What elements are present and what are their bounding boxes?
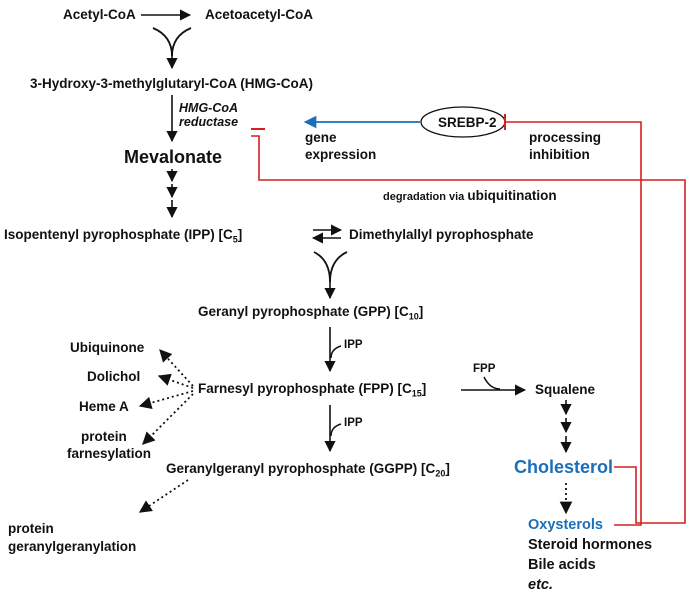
label-gene-line1: gene bbox=[305, 130, 337, 145]
node-steroid-hormones: Steroid hormones bbox=[528, 537, 653, 553]
node-protein-farnesylation-line1: protein bbox=[81, 429, 127, 444]
dotted-arrow-to-ubiquinone bbox=[159, 349, 194, 387]
inhibition-line-processing bbox=[505, 121, 642, 526]
node-ggpp: Geranylgeranyl pyrophosphate (GGPP) [C20… bbox=[166, 461, 450, 479]
node-ubiquinone: Ubiquinone bbox=[70, 340, 145, 355]
ipp-input-curve-2 bbox=[330, 423, 342, 437]
label-fpp-input: FPP bbox=[473, 363, 496, 375]
node-protein-geranylgeranylation-line1: protein bbox=[8, 521, 54, 536]
enzyme-hmg-coa-reductase-line1: HMG-CoA bbox=[179, 101, 239, 115]
node-heme-a: Heme A bbox=[79, 399, 129, 414]
fpp-input-curve bbox=[483, 376, 501, 390]
label-gene-line2: expression bbox=[305, 147, 377, 162]
label-ipp-input-1: IPP bbox=[344, 339, 363, 351]
node-mevalonate: Mevalonate bbox=[124, 147, 223, 167]
dotted-arrow-to-heme-a bbox=[138, 390, 194, 409]
node-fpp: Farnesyl pyrophosphate (FPP) [C15] bbox=[198, 381, 427, 399]
dotted-arrow-to-dolichol bbox=[157, 373, 194, 389]
merge-curve-to-hmgcoa bbox=[152, 27, 192, 57]
inhibition-line-degradation bbox=[251, 135, 686, 524]
node-gpp: Geranyl pyrophosphate (GPP) [C10] bbox=[198, 304, 424, 322]
dotted-arrow-to-protein-farnesylation bbox=[142, 393, 194, 445]
enzyme-hmg-coa-reductase-line2: reductase bbox=[179, 115, 239, 129]
merge-curve-to-gpp bbox=[313, 251, 348, 283]
label-ipp-input-2: IPP bbox=[344, 417, 363, 429]
node-dmapp: Dimethylallyl pyrophosphate bbox=[349, 227, 534, 242]
node-cholesterol: Cholesterol bbox=[514, 457, 614, 477]
node-hmg-coa: 3-Hydroxy-3-methylglutaryl-CoA (HMG-CoA) bbox=[30, 76, 314, 91]
node-protein-farnesylation-line2: farnesylation bbox=[67, 446, 152, 461]
label-processing-line1: processing bbox=[529, 130, 602, 145]
node-etc: etc. bbox=[528, 577, 553, 593]
srebp2-label: SREBP-2 bbox=[438, 115, 497, 130]
label-processing-line2: inhibition bbox=[529, 147, 590, 162]
ipp-input-curve-1 bbox=[330, 345, 342, 359]
node-ipp: Isopentenyl pyrophosphate (IPP) [C5] bbox=[4, 227, 243, 245]
node-acetyl-coa: Acetyl-CoA bbox=[63, 7, 136, 22]
label-degradation: degradation via ubiquitination bbox=[383, 188, 557, 203]
node-acetoacetyl-coa: Acetoacetyl-CoA bbox=[205, 7, 314, 22]
dotted-arrow-to-protein-geranylgeranylation bbox=[138, 479, 189, 513]
node-dolichol: Dolichol bbox=[87, 369, 141, 384]
node-protein-geranylgeranylation-line2: geranylgeranylation bbox=[8, 539, 137, 554]
node-squalene: Squalene bbox=[535, 382, 596, 397]
node-oxysterols: Oxysterols bbox=[528, 517, 603, 533]
node-bile-acids: Bile acids bbox=[528, 557, 596, 573]
